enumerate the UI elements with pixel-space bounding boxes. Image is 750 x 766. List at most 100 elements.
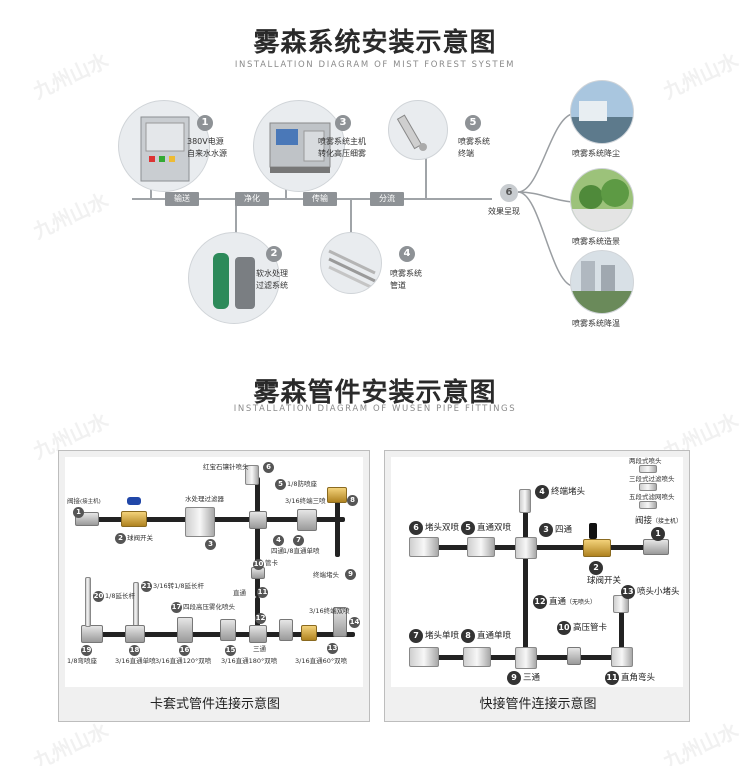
- step-label: 自来水水源: [187, 148, 227, 160]
- label-60-double: 3/16直通60°双喷: [295, 657, 347, 666]
- watermark: 九州山水: [28, 714, 113, 766]
- label-valve-joint: 阀接(接主机): [67, 497, 101, 507]
- number-badge: 3: [205, 539, 216, 550]
- label-straight: 直通: [233, 589, 246, 598]
- tag-transport: 输送: [165, 192, 199, 206]
- number-badge: 20: [93, 591, 104, 602]
- number-badge: 9: [345, 569, 356, 580]
- number-badge: 10: [253, 559, 264, 570]
- watermark: 九州山水: [28, 184, 113, 244]
- label-clamp: 管卡: [265, 559, 278, 568]
- label-straight-double: 直通双喷: [477, 522, 511, 534]
- cross: [515, 537, 537, 559]
- number-badge: 8: [461, 629, 475, 643]
- watermark: 九州山水: [658, 714, 743, 766]
- label-three-stage: 三段式过滤喷头: [629, 475, 675, 484]
- label-120-double: 3/16直通120°双喷: [155, 657, 211, 666]
- dust-effect-image: [570, 80, 634, 144]
- label-ball-valve: 球阀开关: [127, 534, 153, 543]
- pipe: [335, 497, 340, 557]
- number-badge: 7: [293, 535, 304, 546]
- right-panel-caption: 快接管件连接示意图: [385, 693, 691, 712]
- left-panel-caption: 卡套式管件连接示意图: [59, 693, 371, 712]
- number-badge: 2: [589, 561, 603, 575]
- label-cross: 四通: [555, 524, 572, 536]
- fitting: [125, 625, 145, 643]
- label-plug-double: 堵头双喷: [425, 522, 459, 534]
- label-ball-valve: 球阀开关: [587, 575, 621, 587]
- label-clamp: 高压管卡: [573, 622, 607, 634]
- pipe-image: [320, 232, 382, 294]
- number-badge: 6: [263, 462, 274, 473]
- number-badge: 17: [171, 602, 182, 613]
- step-label: 软水处理: [256, 268, 288, 280]
- label-elbow: 直角弯头: [621, 672, 655, 684]
- fitting: [279, 619, 293, 641]
- step-badge: 2: [266, 246, 282, 262]
- step-label: 效果呈现: [488, 206, 520, 218]
- number-badge: 5: [461, 521, 475, 535]
- cooling-effect-image: [570, 250, 634, 314]
- label-straight-single: 1/8直通单喷: [283, 547, 319, 556]
- clamp: [567, 647, 581, 665]
- brass-fitting: [301, 625, 317, 641]
- number-badge: 11: [605, 671, 619, 685]
- extension-rod: [85, 577, 91, 627]
- tag-purify: 净化: [235, 192, 269, 206]
- number-badge: 1: [651, 527, 665, 541]
- label-straight: 直通（无喷头）: [549, 596, 596, 609]
- number-badge: 12: [533, 595, 547, 609]
- step-label: 喷雾系统: [458, 136, 490, 148]
- label-filter: 水处理过滤器: [185, 495, 224, 504]
- valve-joint: [643, 539, 669, 555]
- step-label: 管道: [390, 280, 406, 292]
- section1-title: 雾森系统安装示意图: [0, 22, 750, 59]
- end-plug: [519, 489, 531, 513]
- number-badge: 9: [507, 671, 521, 685]
- elbow: [611, 647, 633, 667]
- effect-label: 喷雾系统降尘: [572, 148, 620, 160]
- label-five-stage: 五段式滤网喷头: [629, 493, 675, 502]
- step-label: 380V电源: [187, 136, 224, 148]
- straight-single: [463, 647, 491, 667]
- number-badge: 10: [557, 621, 571, 635]
- step-badge: 4: [399, 246, 415, 262]
- step-label: 终端: [458, 148, 474, 160]
- number-badge: 3: [539, 523, 553, 537]
- tag-divert: 分流: [370, 192, 404, 206]
- fitting: [177, 617, 193, 643]
- label-end-plug: 终端堵头: [313, 571, 339, 580]
- valve-handle: [589, 523, 597, 539]
- number-badge: 5: [275, 479, 286, 490]
- label-plug-single: 堵头单喷: [425, 630, 459, 642]
- step-label: 喷雾系统主机: [318, 136, 366, 148]
- plug-double: [409, 537, 439, 557]
- step-badge: 1: [197, 115, 213, 131]
- plug-single: [409, 647, 439, 667]
- ball-valve: [583, 539, 611, 557]
- number-badge: 2: [115, 533, 126, 544]
- effect-label: 喷雾系统造景: [572, 236, 620, 248]
- section2-subtitle: INSTALLATION DIAGRAM OF WUSEN PIPE FITTI…: [0, 404, 750, 414]
- extension-rod: [133, 582, 139, 628]
- left-panel: 阀接(接主机) 1 2 球阀开关 水处理过滤器 3 4 四通 5 1/8防喷座 …: [58, 450, 370, 722]
- label-end-triple: 3/16终端三喷: [285, 497, 326, 506]
- number-badge: 7: [409, 629, 423, 643]
- tee-fitting: [297, 509, 317, 531]
- number-badge: 1: [73, 507, 84, 518]
- number-badge: 4: [535, 485, 549, 499]
- number-badge: 13: [621, 585, 635, 599]
- label-end-plug: 终端堵头: [551, 486, 585, 498]
- landscape-effect-image: [570, 168, 634, 232]
- cross-fitting: [249, 511, 267, 529]
- label-anti-spray-seat: 1/8防喷座: [287, 480, 317, 489]
- right-panel-canvas: 两段式喷头 三段式过滤喷头 五段式滤网喷头 阀接（接主机） 1 2 球阀开关 3…: [391, 457, 683, 687]
- nozzle-image: [388, 100, 448, 160]
- number-badge: 6: [409, 521, 423, 535]
- left-panel-canvas: 阀接(接主机) 1 2 球阀开关 水处理过滤器 3 4 四通 5 1/8防喷座 …: [65, 457, 363, 687]
- straight-double: [467, 537, 495, 557]
- step-badge: 5: [465, 115, 481, 131]
- nozzle-two-stage: [639, 465, 657, 473]
- right-panel: 两段式喷头 三段式过滤喷头 五段式滤网喷头 阀接（接主机） 1 2 球阀开关 3…: [384, 450, 690, 722]
- pipe: [255, 477, 260, 597]
